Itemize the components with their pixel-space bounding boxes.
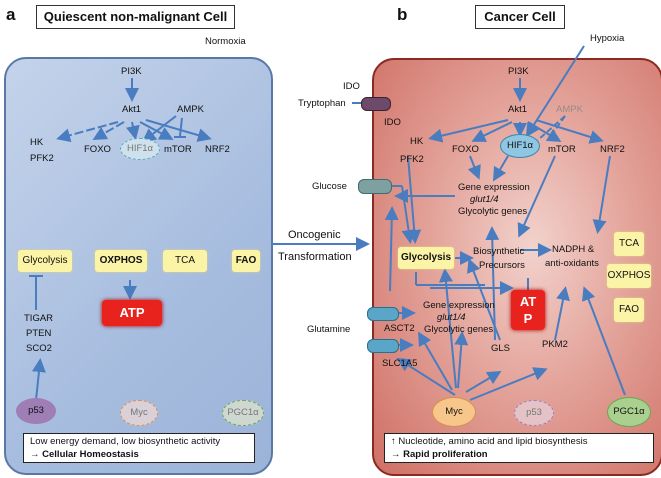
a-pgc1a: PGC1α [222,400,264,426]
a-foxo: FOXO [84,144,111,155]
b-oxphos: OXPHOS [607,264,651,288]
b-glut-2: glut1/4 [437,312,466,323]
b-atp: AT P [511,290,545,330]
b-glycolysis: Glycolysis [398,247,454,269]
b-pi3k: PI3K [508,66,529,77]
a-glycolysis: Glycolysis [18,250,72,272]
a-myc: Myc [120,400,158,426]
a-footer: Low energy demand, low biosynthetic acti… [23,433,255,463]
b-glutamine: Glutamine [307,324,351,335]
a-footer-line1: Low energy demand, low biosynthetic acti… [30,436,221,447]
b-glyco-genes-2: Glycolytic genes [424,324,494,335]
panel-a-letter: a [6,5,16,24]
panel-b-condition: Hypoxia [590,33,625,44]
b-pgc1a: PGC1α [607,397,651,427]
b-tca: TCA [614,232,644,256]
a-p53: p53 [16,398,56,424]
b-slc1a5: SLC1A5 [382,358,418,369]
a-tca: TCA [163,250,207,272]
b-gls: GLS [491,343,511,354]
b-glucose: Glucose [312,181,347,192]
a-pi3k: PI3K [121,66,142,77]
b-ido-top: IDO [343,81,360,92]
b-akt1: Akt1 [508,104,528,115]
b-gene-expr-1: Gene expression [458,182,530,193]
b-precursors: Precursors [479,260,525,271]
transition-label-1: Oncogenic [288,229,341,241]
b-footer-line2: Rapid proliferation [403,449,488,460]
b-tryptophan: Tryptophan [298,98,346,109]
b-pfk2: PFK2 [400,154,424,165]
panel-b-letter: b [397,5,408,24]
b-ido-in: IDO [384,117,401,128]
b-nadph: NADPH & [552,244,595,255]
b-footer-line1-row: ↑ Nucleotide, amino acid and lipid biosy… [391,435,647,448]
b-hk: HK [410,136,424,147]
b-glucose-transporter [358,179,392,194]
panel-b-title: Cancer Cell [475,5,565,29]
b-footer-line2-row: → Rapid proliferation [391,448,647,461]
b-myc: Myc [432,397,476,427]
a-tigar: TIGAR [24,313,54,324]
b-footer-arrow: → [391,449,401,460]
a-footer-line2-row: → Cellular Homeostasis [30,448,248,461]
b-footer-arrow-up: ↑ [391,436,396,447]
b-hif1a-oval: HIF1α [500,134,540,158]
b-glut-1: glut1/4 [470,194,499,205]
b-footer-line1: Nucleotide, amino acid and lipid biosynt… [398,436,588,447]
a-footer-line2: Cellular Homeostasis [42,449,139,460]
a-ampk: AMPK [177,104,204,115]
b-pkm2: PKM2 [542,339,568,350]
a-hif1a-oval: HIF1α [120,138,160,160]
b-p53: p53 [514,400,554,426]
b-antioxidants: anti-oxidants [545,258,599,269]
b-glyco-genes-1: Glycolytic genes [458,206,528,217]
b-atp-line2: P [523,311,533,326]
a-akt1: Akt1 [122,104,142,115]
a-sco2: SCO2 [26,343,52,354]
b-glutamine-transporter-2 [367,339,399,353]
b-footer: ↑ Nucleotide, amino acid and lipid biosy… [384,433,654,463]
transition-label-2: Transformation [278,251,352,263]
a-fao: FAO [232,250,260,272]
b-biosynthetic: Biosynthetic [473,246,525,257]
a-pten: PTEN [26,328,52,339]
b-atp-line1: AT [519,294,537,309]
panel-a-title: Quiescent non-malignant Cell [36,5,235,29]
b-ido-transporter [361,97,391,111]
b-gene-expr-2: Gene expression [423,300,495,311]
b-asct2: ASCT2 [384,323,415,334]
b-mtor: mTOR [548,144,576,155]
a-mtor: mTOR [164,144,192,155]
a-footer-arrow: → [30,449,40,460]
b-glutamine-transporter-1 [367,307,399,321]
a-pfk2: PFK2 [30,153,54,164]
b-ampk: AMPK [556,104,583,115]
a-oxphos: OXPHOS [95,250,147,272]
b-foxo: FOXO [452,144,479,155]
panel-a-condition: Normoxia [205,36,246,47]
b-nrf2: NRF2 [600,144,625,155]
a-hk: HK [30,137,44,148]
a-atp: ATP [102,300,162,326]
a-nrf2: NRF2 [205,144,230,155]
b-fao: FAO [614,298,644,322]
